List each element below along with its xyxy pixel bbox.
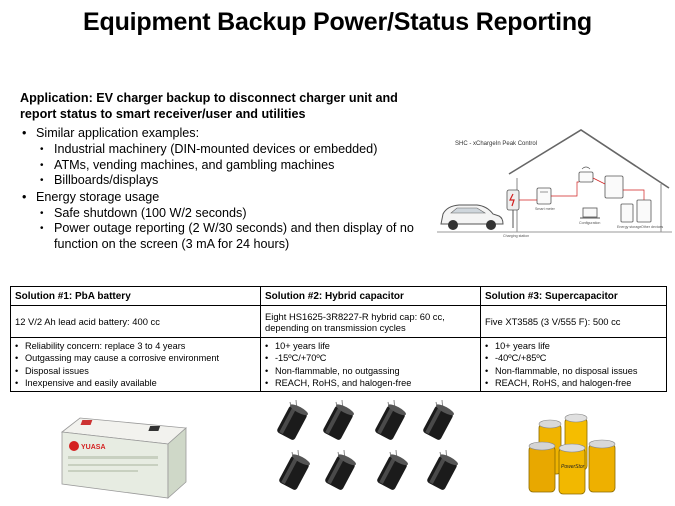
bullet-item: Similar application examples: Industrial…: [22, 126, 432, 189]
hybrid-capacitors-image: [275, 400, 460, 492]
smart-meter-icon: [536, 187, 552, 205]
capacitor-icon: [323, 449, 358, 492]
table-row: 12 V/2 Ah lead acid battery: 400 cc Eigh…: [10, 305, 667, 338]
router-icon: [578, 166, 594, 183]
table-cell: Reliability concern: replace 3 to 4 year…: [10, 336, 261, 393]
list-item: Non-flammable, no disposal issues: [485, 365, 662, 378]
supercapacitors-image: PowerStor: [528, 413, 616, 495]
connection-line: [623, 189, 645, 200]
list-item: -40ºC/+85ºC: [485, 352, 662, 365]
table-cell: Five XT3585 (3 V/555 F): 500 cc: [480, 305, 667, 338]
sub-bullet-list: Safe shutdown (100 W/2 seconds) Power ou…: [36, 206, 432, 252]
illustration-label: SHC - xChargeIn Peak Control: [455, 141, 537, 147]
table-header: Solution #1: PbA battery: [10, 286, 261, 306]
list-item: REACH, RoHS, and halogen-free: [485, 377, 662, 390]
illustration-caption: Charging station: [503, 234, 529, 238]
table-cell: 12 V/2 Ah lead acid battery: 400 cc: [10, 305, 261, 338]
sub-bullet-item: ATMs, vending machines, and gambling mac…: [36, 158, 432, 174]
table-cell: 10+ years life -15ºC/+70ºC Non-flammable…: [260, 336, 481, 393]
capacitor-icon: [275, 400, 310, 442]
bullet-list: Similar application examples: Industrial…: [22, 126, 432, 253]
table-row: Reliability concern: replace 3 to 4 year…: [10, 336, 667, 393]
supercapacitor-icon: [588, 439, 616, 493]
capacitor-icon: [425, 449, 460, 492]
illustration-caption: Configuration: [579, 221, 600, 225]
battery-brand: YUASA: [81, 444, 106, 451]
capacitor-icon: [421, 400, 456, 442]
page-title: Equipment Backup Power/Status Reporting: [83, 8, 592, 36]
house-roof: [508, 129, 670, 189]
list-item: Disposal issues: [15, 365, 256, 378]
capacitor-icon: [321, 400, 356, 442]
list-item: Outgassing may cause a corrosive environ…: [15, 352, 256, 365]
bullet-text: Energy storage usage: [36, 189, 160, 204]
sub-bullet-item: Industrial machinery (DIN-mounted device…: [36, 142, 432, 158]
supercap-brand: PowerStor: [561, 464, 585, 470]
list-item: REACH, RoHS, and halogen-free: [265, 377, 476, 390]
application-statement: Application: EV charger backup to discon…: [20, 91, 398, 121]
list-item: Reliability concern: replace 3 to 4 year…: [15, 340, 256, 353]
lead-acid-battery-image: YUASA: [60, 417, 187, 499]
bullet-item: Energy storage usage Safe shutdown (100 …: [22, 190, 432, 253]
energy-storage-icon: [620, 199, 652, 223]
sub-bullet-item: Safe shutdown (100 W/2 seconds): [36, 206, 432, 222]
ev-charger-house-illustration: SHC - xChargeIn Peak Control Cha: [437, 129, 672, 238]
list-item: 10+ years life: [265, 340, 476, 353]
list-item: Non-flammable, no outgassing: [265, 365, 476, 378]
sub-bullet-list: Industrial machinery (DIN-mounted device…: [36, 142, 432, 189]
car-icon: [440, 204, 504, 230]
connection-line: [551, 181, 579, 197]
solutions-table: Solution #1: PbA battery Solution #2: Hy…: [10, 286, 667, 393]
bullet-text: Similar application examples:: [36, 126, 200, 140]
table-header-row: Solution #1: PbA battery Solution #2: Hy…: [10, 286, 667, 306]
list-item: 10+ years life: [485, 340, 662, 353]
supercapacitor-icon: [528, 441, 556, 493]
table-cell: 10+ years life -40ºC/+85ºC Non-flammable…: [480, 336, 667, 393]
supercapacitor-icon: PowerStor: [558, 443, 586, 495]
sub-bullet-item: Power outage reporting (2 W/30 seconds) …: [36, 221, 432, 252]
connection-line: [592, 177, 606, 185]
capacitor-icon: [277, 449, 312, 492]
illustration-caption: Smart meter: [535, 207, 556, 211]
table-header: Solution #2: Hybrid capacitor: [260, 286, 481, 306]
illustration-caption: Energy storage: [617, 225, 641, 229]
sub-bullet-item: Billboards/displays: [36, 173, 432, 189]
list-item: Inexpensive and easily available: [15, 377, 256, 390]
laptop-icon: [580, 207, 600, 219]
wall-box-icon: [604, 175, 624, 199]
table-cell: Eight HS1625-3R8227-R hybrid cap: 60 cc,…: [260, 305, 481, 338]
illustration-caption: Other devices: [641, 225, 663, 229]
table-header: Solution #3: Supercapacitor: [480, 286, 667, 306]
capacitor-icon: [373, 400, 408, 442]
list-item: -15ºC/+70ºC: [265, 352, 476, 365]
capacitor-icon: [375, 449, 410, 492]
